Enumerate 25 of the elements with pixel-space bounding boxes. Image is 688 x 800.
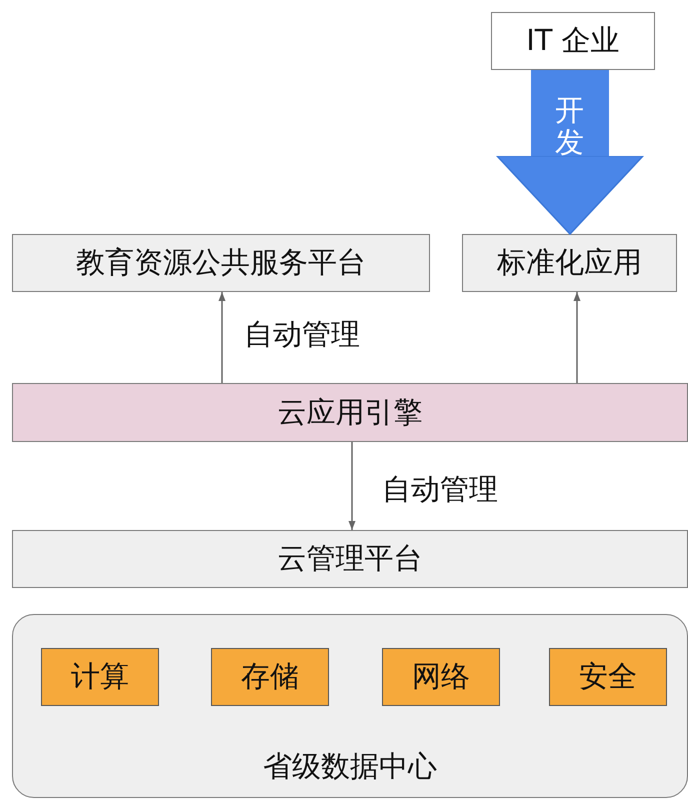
node-label: 省级数据中心 bbox=[263, 748, 437, 785]
platform-box bbox=[12, 234, 430, 292]
arrow bbox=[348, 442, 356, 530]
resource-box bbox=[211, 648, 329, 706]
node-label: IT 企业 bbox=[526, 22, 620, 59]
node-label: 云管理平台 bbox=[278, 540, 422, 577]
node-label: 网络 bbox=[412, 658, 470, 695]
resource-box bbox=[549, 648, 667, 706]
datacenter-container bbox=[12, 614, 688, 798]
management-band bbox=[12, 530, 688, 588]
node-label: 安全 bbox=[579, 658, 637, 695]
node-label: 存储 bbox=[241, 658, 299, 695]
organization-box bbox=[491, 12, 655, 70]
resource-box bbox=[382, 648, 500, 706]
node-label: 云应用引擎 bbox=[278, 394, 422, 430]
node-label: 计算 bbox=[71, 658, 129, 695]
engine-band bbox=[12, 383, 688, 442]
arrow bbox=[574, 292, 580, 383]
block-arrow bbox=[496, 70, 644, 235]
resource-box bbox=[41, 648, 159, 706]
application-box bbox=[462, 234, 677, 292]
arrow bbox=[218, 292, 226, 383]
edge-label: 开发 bbox=[555, 95, 584, 159]
node-label: 教育资源公共服务平台 bbox=[76, 244, 366, 281]
node-label: 标准化应用 bbox=[497, 244, 642, 281]
